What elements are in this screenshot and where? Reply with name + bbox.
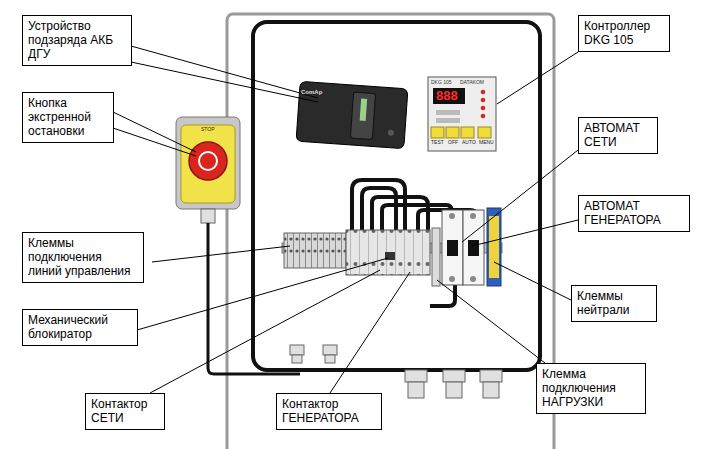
callout-text: АВТОМАТ ГЕНЕРАТОРА [584,199,684,227]
button-mark [199,152,217,170]
callout-box: АВТОМАТ ГЕНЕРАТОРА [578,195,690,232]
callout-box: Кнопка экстренной остановки [22,92,114,143]
terminal-block [284,233,346,268]
battery-charger [296,81,408,148]
callout-box: Контактор СЕТИ [85,393,165,430]
callout-box: Устройство подзаряда АКБ ДГУ [22,15,132,66]
cabinet-housing [227,14,554,449]
leader-line [113,46,578,393]
callout-box: Клеммы подключения линий управления [22,232,144,283]
callout-text: Устройство подзаряда АКБ ДГУ [28,19,126,61]
callout-text: Контактор СЕТИ [91,397,159,425]
callout-text: Клеммы подключения линий управления [28,236,138,278]
callout-text: Контактор ГЕНЕРАТОРА [282,397,376,425]
cable-gland [290,345,502,398]
brand-name: DATAKOM [460,80,484,85]
callout-text: Контроллер DKG 105 [584,19,664,47]
controller-display [433,88,465,104]
cable-gland [201,209,215,223]
controller-body [428,77,496,151]
callout-box: Клемма подключения НАГРУЗКИ [536,363,646,414]
mounting-plate [253,22,540,370]
button-marking: STOP [201,127,215,132]
callout-text: АВТОМАТ СЕТИ [584,121,652,149]
button-plate [181,125,235,203]
callout-text: Кнопка экстренной остановки [28,96,108,138]
callout-box: Механический блокиратор [22,309,138,346]
neutral-terminals [487,208,501,286]
callout-text: Клеммы нейтрали [577,289,651,317]
controller-key [431,127,491,138]
key-label: MENU [479,140,494,145]
button-housing [176,117,240,209]
callout-box: АВТОМАТ СЕТИ [578,117,658,154]
controller-panel [436,118,460,123]
circuit-breaker [442,210,484,285]
callout-text: Механический блокиратор [28,313,132,341]
key-label: OFF [448,140,458,145]
key-label: TEST [431,140,444,145]
callout-box: Клеммы нейтрали [571,285,657,322]
status-led [481,90,486,119]
contactor-pair [346,230,430,275]
model-name: DKG 105 [431,80,452,85]
brand-logo: ComAp [301,89,322,95]
key-label: AUTO [462,140,476,145]
callout-box: Контактор ГЕНЕРАТОРА [276,393,382,430]
emergency-button [189,142,227,180]
load-terminal [432,228,440,286]
callout-box: Контроллер DKG 105 [578,15,670,52]
display-digits: 888 [436,89,458,102]
controller-panel [436,110,460,115]
callout-text: Клемма подключения НАГРУЗКИ [542,367,640,409]
